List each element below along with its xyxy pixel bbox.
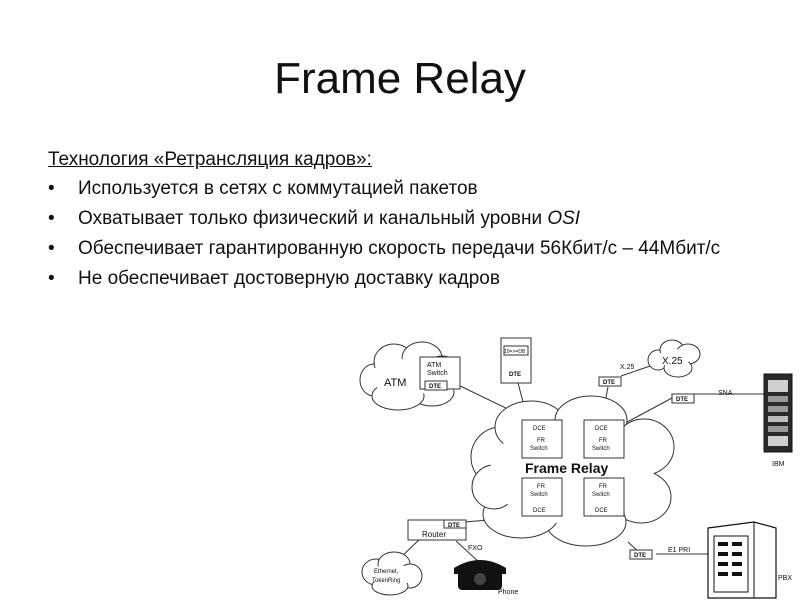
fr-switch-bottom-left: FR Switch DCE [521, 477, 563, 517]
sna-dte-box [671, 393, 695, 404]
router-device: DTE Router FXO [407, 519, 483, 552]
terminal-tag-label: 10=>=DB [504, 349, 526, 355]
sna-link: DTE SNA [671, 390, 733, 404]
frame-relay-network-diagram: ATM ATM Switch DTE 10=>=DB DTE X.25 X.25… [359, 337, 793, 599]
switch-label: Switch [530, 492, 548, 498]
ibm-mainframe-icon: IBM [763, 373, 793, 468]
atm-dte-box [424, 380, 448, 391]
atm-switch-label-2: Switch [427, 370, 448, 377]
fr-label: FR [599, 438, 608, 444]
pbx-dte-box [629, 549, 653, 560]
bullet-text: Охватывает только физический и канальный… [78, 208, 548, 229]
phone-label: Phone [498, 589, 518, 596]
ibm-label: IBM [772, 461, 785, 468]
intro-heading: Технология «Ретрансляция кадров»: [48, 149, 372, 170]
bullet-item: • Обеспечивает гарантированную скорость … [48, 237, 768, 260]
bullet-item: • Не обеспечивает достоверную доставку к… [48, 267, 768, 290]
atm-dte-label: DTE [429, 384, 441, 390]
slide-title: Frame Relay [274, 54, 526, 103]
bullet-text: Используется в сетях с коммутацией пакет… [78, 178, 478, 199]
sna-link-label: SNA [718, 390, 733, 397]
fxo-label: FXO [468, 545, 483, 552]
bullet-text: Обеспечивает гарантированную скорость пе… [78, 238, 721, 259]
x25-cloud: X.25 X.25 DTE [598, 339, 701, 387]
e1-link: DTE E1 PRI [629, 547, 690, 560]
atm-cloud: ATM ATM Switch DTE [359, 341, 461, 411]
atm-cloud-label: ATM [384, 377, 406, 389]
router-dte-box [443, 519, 467, 529]
atm-switch-label-1: ATM [427, 362, 441, 369]
pbx-label: PBX [778, 575, 792, 582]
lan-label-1: Ethernet, [374, 569, 399, 575]
fr-label: FR [537, 438, 546, 444]
dce-label: DCE [533, 508, 546, 514]
bullet-item: • Охватывает только физический и канальн… [48, 207, 768, 230]
terminal-device: 10=>=DB DTE [500, 337, 532, 384]
bullet-emphasis: OSI [547, 208, 581, 229]
pbx-cabinet-icon: PBX [707, 521, 792, 599]
bullet-marker: • [48, 238, 55, 259]
pbx-dte-label: DTE [634, 553, 646, 559]
fr-switch-top-right: DCE FR Switch [583, 419, 625, 459]
e1-label: E1 PRI [668, 547, 690, 554]
fr-label: FR [537, 484, 546, 490]
fr-label: FR [599, 484, 608, 490]
x25-cloud-label: X.25 [662, 356, 683, 367]
x25-link-label: X.25 [620, 364, 635, 371]
switch-label: Switch [592, 492, 610, 498]
fr-switch-bottom-right: FR Switch DCE [583, 477, 625, 517]
lan-cloud: Ethernet, TokenRing [361, 551, 423, 596]
sna-dte-label: DTE [676, 397, 688, 403]
telephone-icon: Phone [454, 560, 518, 596]
switch-label: Switch [530, 446, 548, 452]
router-label: Router [422, 530, 446, 539]
bullet-marker: • [48, 268, 55, 289]
bullet-list: • Используется в сетях с коммутацией пак… [48, 177, 768, 290]
bullet-marker: • [48, 208, 55, 229]
bullet-marker: • [48, 178, 55, 199]
frame-relay-center-label: Frame Relay [525, 460, 608, 476]
router-dte-label: DTE [448, 523, 460, 529]
dce-label: DCE [595, 508, 608, 514]
x25-dte-box [598, 376, 622, 387]
x25-dte-label: DTE [603, 380, 615, 386]
bullet-item: • Используется в сетях с коммутацией пак… [48, 177, 768, 200]
dce-label: DCE [533, 426, 546, 432]
switch-label: Switch [592, 446, 610, 452]
terminal-dte-label: DTE [509, 372, 521, 378]
slide-body: Технология «Ретрансляция кадров»: • Испо… [48, 148, 768, 297]
fr-switch-top-left: DCE FR Switch [521, 419, 563, 459]
lan-label-2: TokenRing [372, 578, 400, 584]
dce-label: DCE [595, 426, 608, 432]
bullet-text: Не обеспечивает достоверную доставку кад… [78, 268, 500, 289]
